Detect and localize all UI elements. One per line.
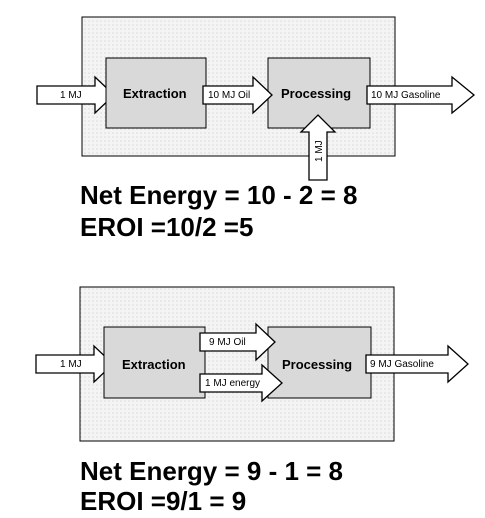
bottom-extraction-box — [103, 326, 206, 399]
top-input-arrow — [36, 75, 115, 115]
bottom-output-arrow — [365, 344, 469, 384]
bottom-energy-arrow — [199, 363, 283, 403]
top-net-energy-caption: Net Energy = 10 - 2 = 8 — [80, 180, 358, 210]
bottom-extraction-label: Extraction — [122, 357, 186, 372]
bottom-processing-label: Processing — [282, 357, 352, 372]
top-oil-label: 10 MJ Oil — [208, 90, 250, 101]
bottom-oil-arrow — [199, 322, 276, 362]
top-extraction-box — [105, 57, 207, 129]
top-processing-label: Processing — [281, 86, 351, 101]
top-output-arrow — [366, 75, 476, 115]
top-extraction-label: Extraction — [123, 86, 187, 101]
top-output-label: 10 MJ Gasoline — [371, 90, 441, 101]
bottom-processing-box — [267, 326, 372, 399]
top-input-label: 1 MJ — [60, 90, 82, 101]
top-energy-input-label: 1 MJ — [314, 140, 325, 162]
bottom-eroi-caption: EROI =9/1 = 9 — [80, 486, 247, 516]
bottom-net-energy-caption: Net Energy = 9 - 1 = 8 — [80, 456, 344, 486]
bottom-oil-label: 9 MJ Oil — [209, 337, 246, 348]
top-eroi-caption: EROI =10/2 =5 — [80, 212, 254, 242]
bottom-output-label: 9 MJ Gasoline — [370, 359, 434, 370]
bottom-input-label: 1 MJ — [60, 359, 82, 370]
bottom-diagram: 1 MJ Extraction Processing 9 MJ Oil 1 MJ… — [35, 286, 469, 442]
top-diagram: 1 MJ Extraction Processing 10 MJ Oil 10 … — [36, 16, 476, 181]
top-oil-arrow — [202, 75, 273, 115]
bottom-energy-label: 1 MJ energy — [205, 378, 260, 389]
top-energy-input-arrow — [299, 114, 337, 181]
